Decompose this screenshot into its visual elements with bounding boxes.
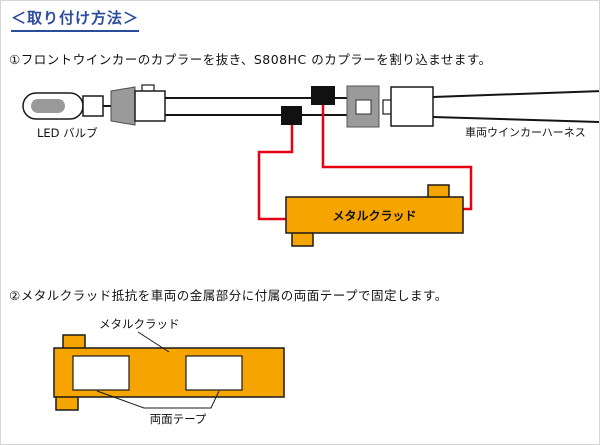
harness-label: 車両ウインカーハーネス <box>465 126 586 139</box>
resistor2-leader-line <box>137 331 170 353</box>
red-wire-left <box>257 125 294 221</box>
tape-right <box>185 355 243 391</box>
harness-wire-bottom <box>432 116 599 123</box>
step2-text: ②メタルクラッド抵抗を車両の金属部分に付属の両面テープで固定します。 <box>9 288 448 303</box>
splice-connector-bottom <box>281 106 302 125</box>
resistor2-tab-top <box>62 334 86 350</box>
coupler-gray-left <box>110 86 136 126</box>
coupler-white-left <box>134 90 166 122</box>
page-title: ＜取り付け方法＞ <box>11 7 140 32</box>
led-bulb-neck <box>82 95 104 117</box>
led-bulb-label: LED バルブ <box>37 126 98 140</box>
resistor2-tab-bottom <box>55 395 79 411</box>
coupler-gray-right-latch <box>355 99 372 115</box>
tape-leader-lines <box>96 390 220 409</box>
red-wire-right <box>321 105 473 211</box>
resistor-body <box>285 196 464 234</box>
splice-connector-top <box>311 86 335 105</box>
tape-label: 両面テープ <box>149 412 207 426</box>
harness-wire-top <box>432 90 599 98</box>
resistor-tab-bottom <box>291 231 314 247</box>
diagram-step1 <box>22 84 599 247</box>
resistor1-label: メタルクラッド <box>332 209 417 223</box>
tape-left <box>72 355 130 391</box>
led-bulb-chip <box>31 99 65 113</box>
step1-text: ①フロントウインカーのカプラーを抜き、S808HC のカプラーを割り込ませます。 <box>9 52 492 67</box>
diagram-step2 <box>53 331 285 411</box>
resistor2-label: メタルクラッド <box>99 317 180 331</box>
coupler-white-right <box>390 86 434 127</box>
